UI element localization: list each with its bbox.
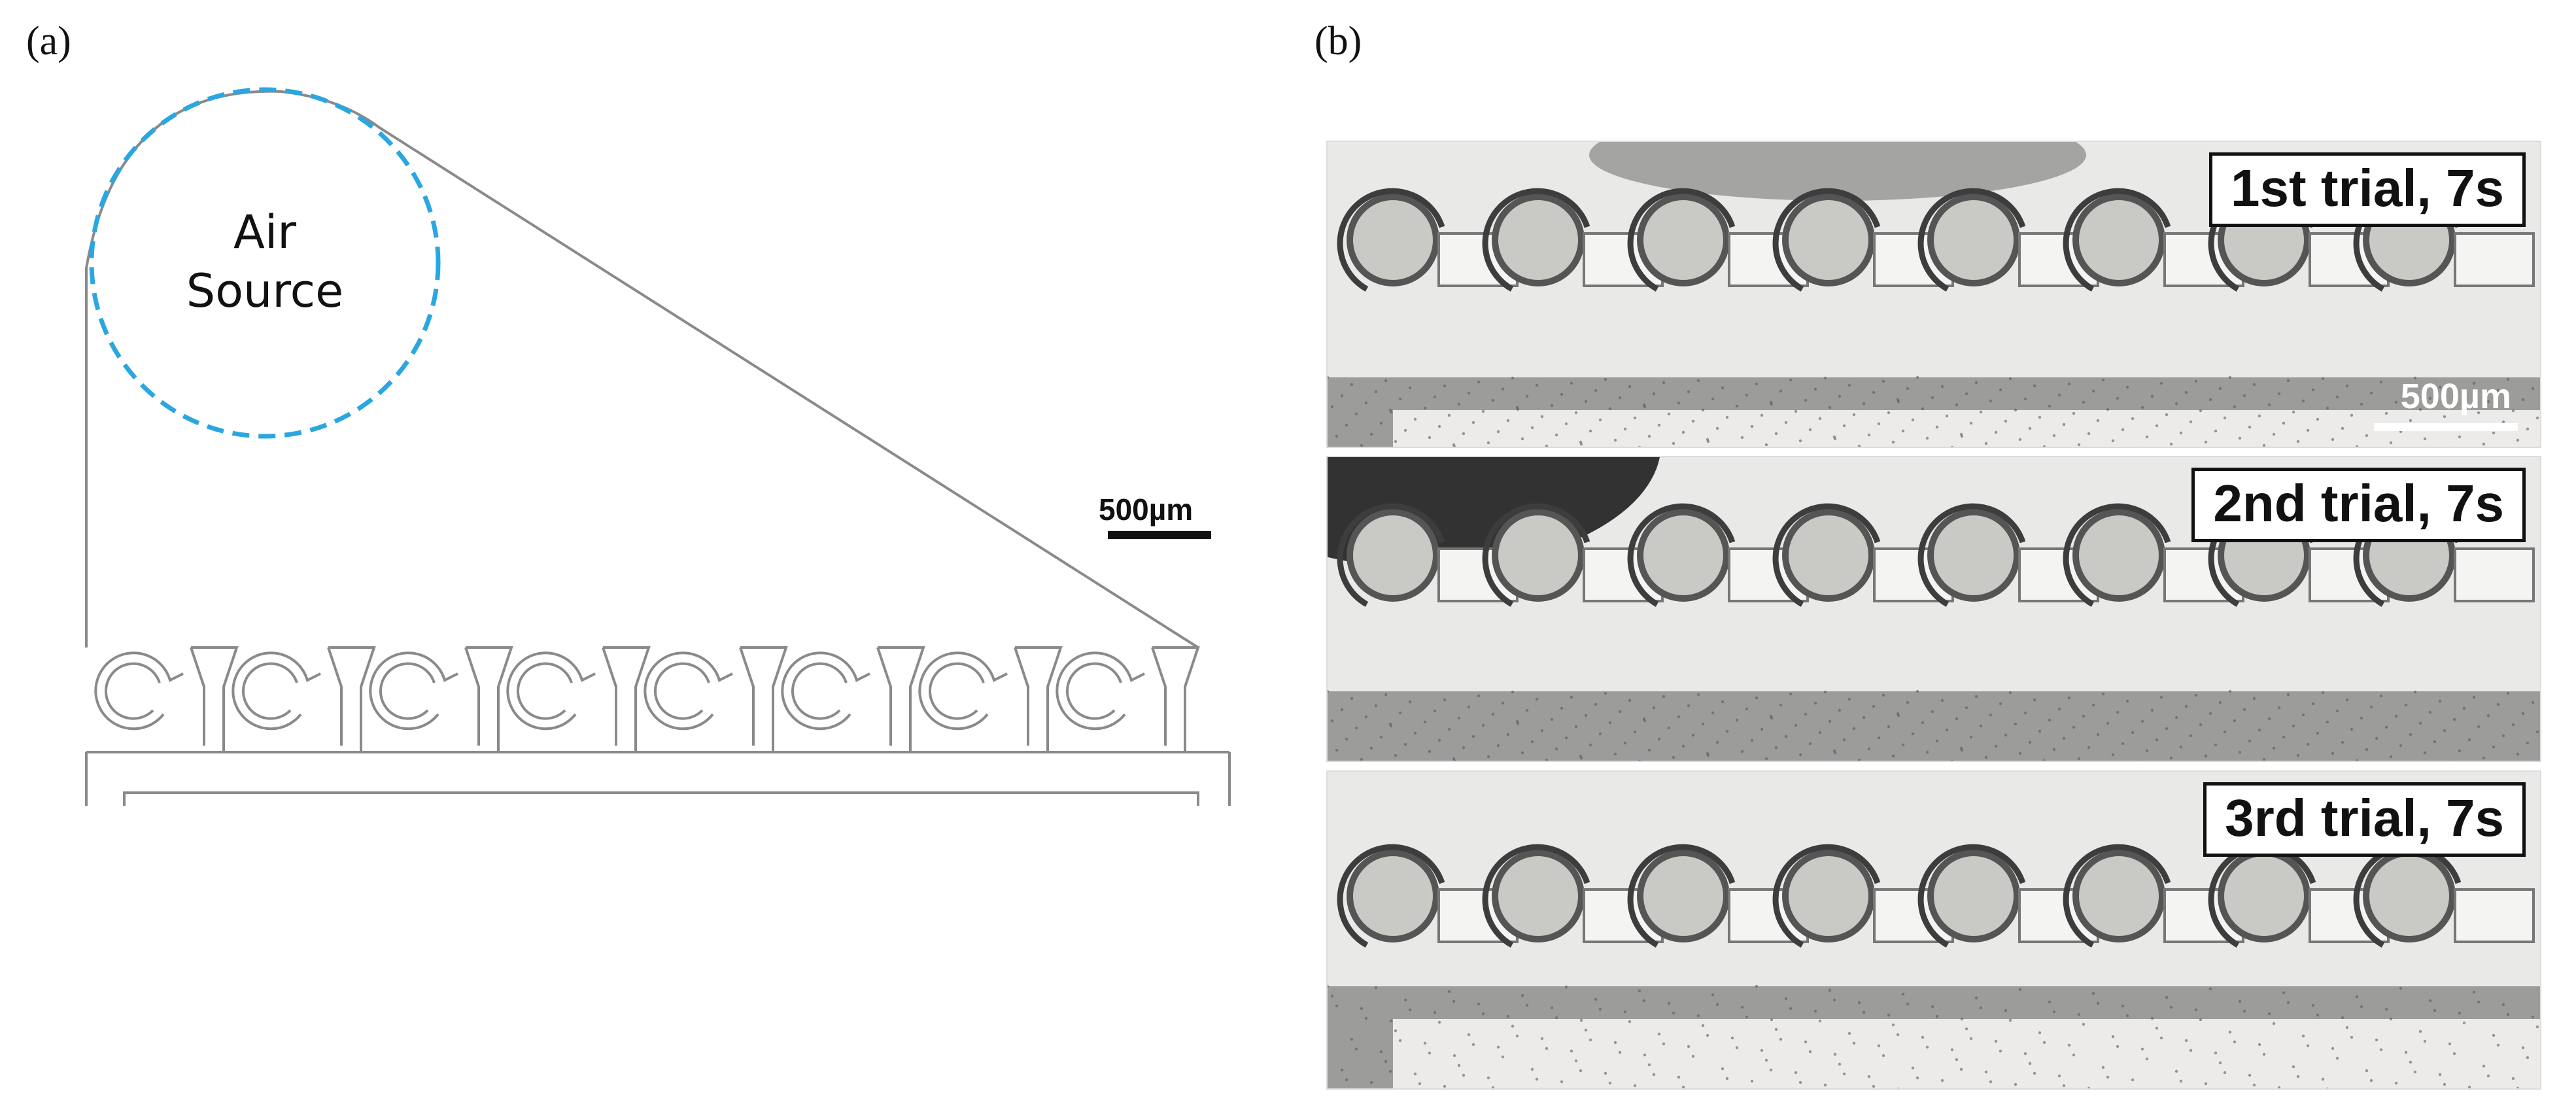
scale-bar-b	[2374, 423, 2518, 431]
trap-2	[1492, 509, 1585, 602]
trap-2	[1492, 194, 1585, 286]
trap-arc-3	[1627, 503, 1736, 607]
trap-arc-8	[2353, 844, 2462, 948]
channel-schematic	[85, 87, 1231, 806]
trap-arc-6	[2063, 844, 2171, 948]
trap-arc-2	[1482, 844, 1590, 948]
trap-row	[86, 646, 1229, 753]
trap-inner-8	[1065, 662, 1122, 720]
trap-separator-6	[876, 646, 925, 752]
air-source-line2: Source	[186, 264, 344, 318]
channel-base	[85, 752, 1231, 806]
trap-7	[918, 651, 1008, 731]
trap-separator-7	[1014, 646, 1063, 752]
trap-6	[2072, 194, 2165, 286]
trap-gap-8	[2454, 232, 2535, 287]
trial-label-3: 3rd trial, 7s	[2203, 782, 2526, 857]
trap-3	[1637, 194, 1730, 286]
trap-arc-5	[1917, 188, 2026, 292]
trap-6	[2072, 850, 2165, 942]
trap-2	[1492, 850, 1585, 942]
trap-7	[2218, 850, 2310, 942]
air-source-label: Air Source	[167, 203, 363, 320]
trap-arc-6	[2063, 503, 2171, 607]
trap-6	[781, 651, 870, 731]
trap-arc-7	[2208, 844, 2316, 948]
trap-5	[1927, 194, 2020, 286]
dark-region	[1589, 142, 2086, 201]
channel-band	[1328, 691, 2540, 761]
trap-arc-5	[1917, 503, 2026, 607]
trap-arc-3	[1627, 188, 1736, 292]
trial-photo-2: 2nd trial, 7s	[1326, 456, 2541, 762]
trap-separator-8	[1151, 646, 1200, 752]
trap-arc-1	[1337, 188, 1445, 292]
trap-inner-4	[516, 662, 573, 720]
trap-5	[1927, 509, 2020, 602]
trap-separator-3	[464, 646, 513, 752]
trap-arc-2	[1482, 188, 1590, 292]
trial-photo-1: 1st trial, 7s 500µm	[1326, 141, 2541, 448]
trap-arc-4	[1772, 503, 1881, 607]
trap-arc-6	[2063, 188, 2171, 292]
trap-arc-1	[1337, 844, 1445, 948]
trap-inner-6	[791, 662, 848, 720]
trap-separator-1	[190, 646, 239, 752]
trial-label-2: 2nd trial, 7s	[2191, 468, 2526, 542]
trap-3	[1637, 509, 1730, 602]
trap-inner-1	[104, 662, 161, 720]
scale-bar-a	[1108, 531, 1211, 539]
air-source-line1: Air	[233, 205, 297, 259]
trap-gap-8	[2454, 547, 2535, 602]
panel-b-label: (b)	[1314, 19, 1362, 63]
trap-arc-4	[1772, 188, 1881, 292]
trap-6	[2072, 509, 2165, 602]
trap-arc-1	[1337, 503, 1445, 607]
trap-inner-5	[653, 662, 710, 720]
trap-1	[1347, 850, 1439, 942]
channel-interior	[1393, 1019, 2540, 1088]
trial-label-1: 1st trial, 7s	[2208, 152, 2526, 227]
trap-4	[1782, 850, 1875, 942]
trial-photo-3: 3rd trial, 7s	[1326, 770, 2541, 1090]
trap-inner-3	[379, 662, 436, 720]
trap-inner-7	[928, 662, 985, 720]
trap-arc-3	[1627, 844, 1736, 948]
trap-arc-2	[1482, 503, 1590, 607]
channel-interior	[1393, 410, 2540, 447]
trap-inner-2	[241, 662, 298, 720]
trap-2	[232, 651, 321, 731]
trap-separator-4	[602, 646, 651, 752]
trap-5	[644, 651, 733, 731]
trap-4	[1782, 509, 1875, 602]
trap-1	[1347, 194, 1439, 286]
panel-a-label: (a)	[26, 19, 71, 63]
trap-5	[1927, 850, 2020, 942]
trap-arc-5	[1917, 844, 2026, 948]
trap-separator-2	[327, 646, 376, 752]
trap-8	[2363, 850, 2456, 942]
air-source-circle	[89, 87, 441, 439]
trap-1	[1347, 509, 1439, 602]
trap-arc-4	[1772, 844, 1881, 948]
trap-3	[369, 651, 458, 731]
trap-4	[506, 651, 596, 731]
trap-gap-8	[2454, 888, 2535, 943]
chamber-outline	[85, 90, 1199, 649]
trap-4	[1782, 194, 1875, 286]
trap-1	[94, 651, 184, 731]
trap-8	[1056, 651, 1145, 731]
trap-separator-5	[739, 646, 788, 752]
scale-bar-b-label: 500µm	[2400, 377, 2511, 416]
scale-bar-a-label: 500µm	[1099, 493, 1194, 527]
trap-3	[1637, 850, 1730, 942]
